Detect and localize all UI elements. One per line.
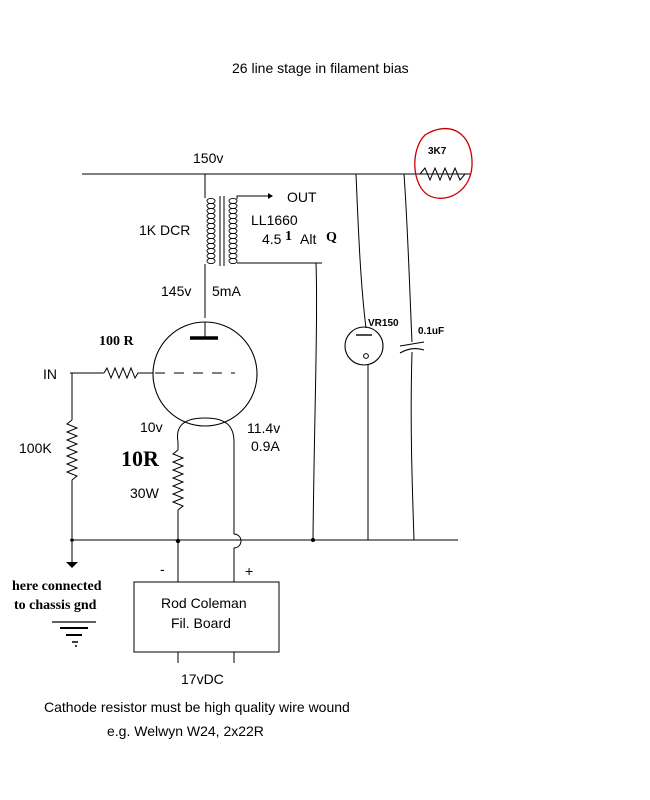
vr150-envelope: [344, 326, 384, 366]
note-line1: Cathode resistor must be high quality wi…: [44, 699, 350, 715]
cathode-voltage-label: 10v: [140, 419, 163, 435]
triode-filament: [176, 417, 235, 443]
transformer-q-label: Q: [326, 230, 337, 245]
secondary-out-lead: [236, 195, 268, 199]
vr150-cathode: [363, 353, 369, 359]
chassis-ground-icon: [52, 621, 96, 647]
grid-stopper-label: 100 R: [99, 334, 135, 349]
filament-board-box: [133, 581, 280, 653]
out-terminal-arrow: [268, 193, 273, 199]
grid-stopper-resistor-symbol: [103, 366, 153, 380]
plate-voltage-label: 145v: [161, 283, 191, 299]
vr150-anode-wire: [355, 173, 367, 329]
plate-current-label: 5mA: [212, 283, 241, 299]
note-line2: e.g. Welwyn W24, 2x22R: [107, 723, 264, 739]
capacitor-top-wire: [403, 173, 413, 343]
capacitor-label: 0.1uF: [418, 326, 444, 337]
chassis-note-line2: to chassis gnd: [14, 598, 97, 613]
chassis-note-line1: here connected: [12, 579, 102, 594]
transformer-alt-label: Alt: [300, 231, 316, 247]
out-label: OUT: [287, 189, 317, 205]
cathode-resistor-symbol: [171, 449, 185, 511]
filament-board-line2: Fil. Board: [171, 615, 231, 631]
choke-dcr-label: 1K DCR: [139, 222, 190, 238]
ground-arrow-icon: [66, 562, 78, 568]
cathode-resistor-power-label: 30W: [130, 485, 160, 501]
filament-current-label: 0.9A: [251, 438, 280, 454]
highlight-circle: [414, 127, 473, 199]
transformer-ratio-sup-label: 1: [285, 229, 292, 244]
dropping-resistor-label: 3K7: [428, 146, 447, 157]
capacitor-plate-bottom: [399, 347, 425, 354]
b-plus-voltage-label: 150v: [193, 150, 223, 166]
dropping-resistor-symbol: [419, 166, 470, 182]
grid-leak-resistor-symbol: [65, 419, 79, 481]
filament-voltage-label: 11.4v: [247, 420, 280, 436]
capacitor-plate-top: [399, 341, 425, 347]
ground-junction-dot: [311, 538, 315, 542]
cathode-resistor-label: 10R: [121, 446, 160, 471]
transformer-primary-coil: [206, 197, 216, 265]
filament-minus-label: -: [160, 561, 165, 577]
filament-board-line1: Rod Coleman: [161, 595, 247, 611]
filament-plus-wire: [233, 442, 242, 582]
secondary-return-wire: [312, 262, 318, 541]
vr150-label: VR150: [368, 318, 399, 329]
filament-plus-label: +: [245, 563, 253, 579]
transformer-ratio-label: 4.5: [262, 231, 282, 247]
input-label: IN: [43, 366, 57, 382]
transformer-secondary-coil: [228, 197, 238, 265]
cathode-junction-dot: [175, 538, 181, 544]
supply-label: 17vDC: [181, 671, 224, 687]
grid-leak-label: 100K: [19, 440, 52, 456]
transformer-model-label: LL1660: [251, 212, 298, 228]
diagram-title: 26 line stage in filament bias: [232, 60, 409, 76]
capacitor-ground-wire: [410, 351, 415, 541]
